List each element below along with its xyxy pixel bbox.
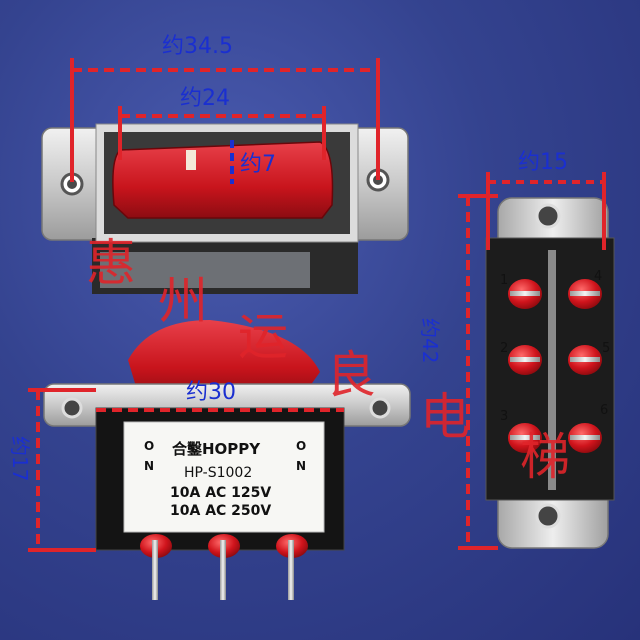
watermark-char-6: 梯 (520, 428, 570, 486)
side-switch (485, 197, 615, 549)
watermark-char-5: 电 (420, 388, 470, 446)
side-terminals (508, 279, 602, 453)
dim-rocker-width: 约24 (180, 86, 230, 111)
top-rocker (112, 141, 334, 219)
dim-body-width: 约30 (186, 380, 236, 405)
top-switch (41, 123, 409, 294)
bottom-rocker (128, 320, 320, 400)
spec-label (123, 421, 325, 533)
terminal-number-6: 6 (600, 403, 609, 418)
dimension-lines (28, 58, 606, 552)
label-on-left: ON (144, 439, 155, 473)
watermark-char-2: 州 (158, 272, 208, 330)
label-rating-2: 10A AC 250V (170, 503, 272, 519)
watermark-char-3: 运 (238, 308, 288, 366)
terminal-number-3: 3 (500, 409, 509, 424)
dim-side-length: 约42 (418, 318, 442, 364)
label-rating-1: 10A AC 125V (170, 485, 272, 501)
dim-top-width: 约34.5 (162, 34, 233, 59)
dim-body-height: 约17 (8, 436, 32, 482)
label-model: HP-S1002 (184, 465, 253, 481)
bottom-terminals (140, 534, 308, 600)
label-on-right: ON (296, 439, 307, 473)
terminal-number-4: 4 (594, 269, 603, 284)
bottom-switch (43, 320, 411, 600)
label-brand: 合鑿HOPPY (172, 440, 261, 458)
terminal-number-2: 2 (500, 341, 509, 356)
dim-side-width: 约15 (518, 150, 568, 175)
watermark-char-1: 惠 (86, 234, 136, 292)
terminal-number-5: 5 (602, 341, 611, 356)
terminal-number-1: 1 (500, 273, 509, 288)
watermark-char-4: 良 (326, 346, 376, 404)
dim-rocker-height: 约7 (240, 152, 276, 177)
